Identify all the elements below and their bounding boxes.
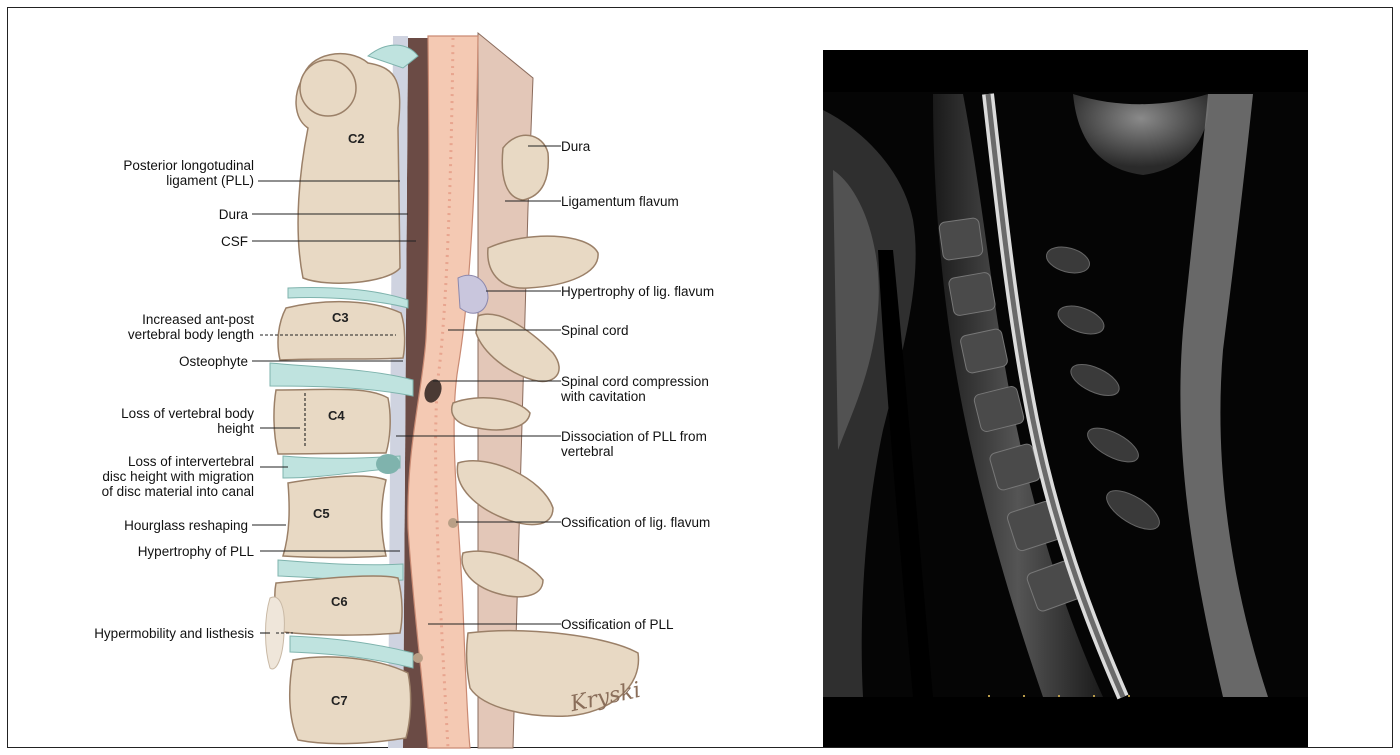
disc-bulge (376, 454, 400, 474)
label-hypermobility: Hypermobility and listhesis (94, 626, 254, 641)
vertebra-c5 (283, 476, 386, 557)
vertebra-c7 (290, 657, 411, 744)
label-increased-ap-length: Increased ant-post vertebral body length (128, 312, 254, 342)
label-hypertrophy-pll: Hypertrophy of PLL (138, 544, 254, 559)
lamina-2 (488, 236, 598, 288)
vertebra-label-c6: C6 (331, 594, 348, 609)
lamina-1 (502, 135, 548, 200)
label-csf: CSF (221, 234, 248, 249)
ossification-lf (448, 518, 458, 528)
label-cord-compression: Spinal cord compression with cavitation (561, 374, 709, 404)
label-ligamentum-flavum: Ligamentum flavum (561, 194, 679, 209)
vertebra-label-c2: C2 (348, 131, 365, 146)
label-ossification-pll: Ossification of PLL (561, 617, 674, 632)
label-dura-right: Dura (561, 139, 590, 154)
label-dissociation-pll: Dissociation of PLL from vertebral (561, 429, 707, 459)
vertebra-label-c7: C7 (331, 693, 348, 708)
label-vertebral-height: Loss of vertebral body height (121, 406, 254, 436)
label-ossification-lf: Ossification of lig. flavum (561, 515, 710, 530)
label-pll: Posterior longotudinal ligament (PLL) (123, 158, 254, 188)
label-disc-height: Loss of intervertebral disc height with … (102, 454, 254, 499)
figure-frame: C2 C3 C4 C5 C6 C7 Posterior longotudinal… (7, 7, 1393, 748)
label-dura-left: Dura (219, 207, 248, 222)
vertebra-label-c3: C3 (332, 310, 349, 325)
label-hourglass: Hourglass reshaping (124, 518, 248, 533)
label-spinal-cord: Spinal cord (561, 323, 629, 338)
ossification-pll (413, 653, 423, 663)
mri-sagittal-scan (823, 50, 1308, 747)
lamina-6 (462, 551, 543, 597)
vertebra-label-c4: C4 (328, 408, 345, 423)
lamina-5 (457, 461, 553, 525)
label-hypertrophy-lf: Hypertrophy of lig. flavum (561, 284, 714, 299)
mri-image (823, 50, 1308, 747)
vertebra-label-c5: C5 (313, 506, 330, 521)
label-osteophyte: Osteophyte (179, 354, 248, 369)
